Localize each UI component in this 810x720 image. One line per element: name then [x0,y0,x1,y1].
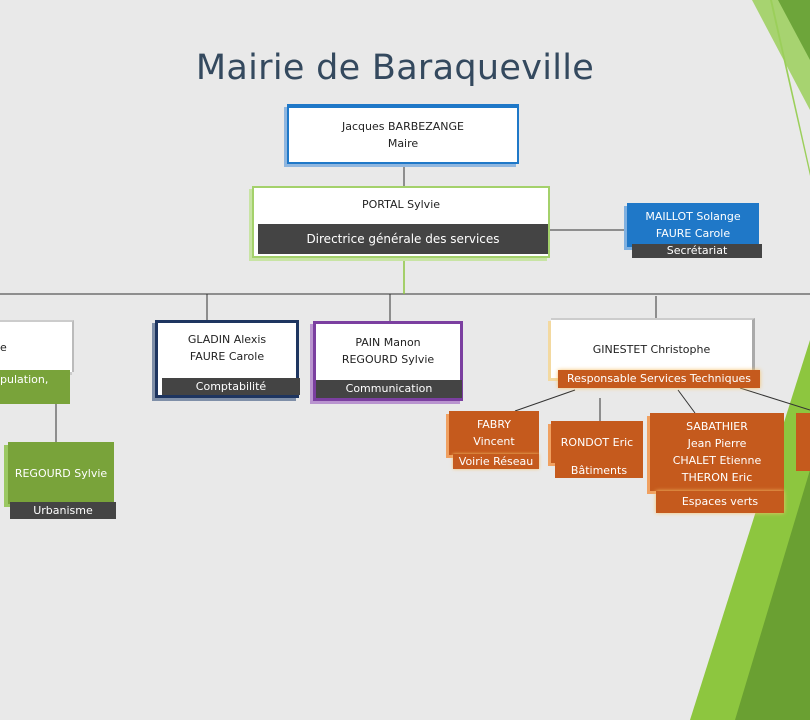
espaces-verts-name-3: CHALET Etienne [672,454,762,467]
connector-lines [0,166,810,442]
node-batiments: RONDOT Eric [551,421,643,463]
page-title: Mairie de Baraqueville [195,48,595,88]
espaces-verts-name-1: SABATHIER [686,420,748,433]
comptabilite-name-2: FAURE Carole [189,350,265,363]
urbanisme-role: Urbanisme [10,502,116,519]
comptabilite-name-1: GLADIN Alexis [187,333,267,346]
node-voirie: FABRY Vincent [449,411,539,455]
population-name: e [0,340,7,354]
comptabilite-role: Comptabilité [162,378,300,395]
urbanisme-name: REGOURD Sylvie [14,466,108,480]
node-population: e [0,320,74,372]
services-techniques-name: GINESTET Christophe [592,342,711,356]
dgs-role: Directrice générale des services [258,224,548,254]
voirie-role: Voirie Réseau [453,454,539,469]
node-maire: Jacques BARBEZANGE Maire [287,104,519,164]
node-cropped-right [796,413,810,471]
node-secretariat: MAILLOT Solange FAURE Carole [627,203,759,247]
node-services-techniques: GINESTET Christophe [551,318,755,378]
maire-role: Maire [387,137,419,150]
voirie-name-1: FABRY [476,418,512,431]
population-role: pulation, [0,370,70,404]
node-espaces-verts: SABATHIER Jean Pierre CHALET Etienne THE… [650,413,784,491]
batiments-role: Bâtiments [555,463,643,478]
secretariat-name-1: MAILLOT Solange [645,210,741,223]
communication-name-2: REGOURD Sylvie [341,353,435,366]
espaces-verts-name-4: THERON Eric [681,471,753,484]
espaces-verts-role: Espaces verts [656,491,784,513]
maire-name: Jacques BARBEZANGE [342,120,464,133]
secretariat-role: Secrétariat [632,244,762,258]
espaces-verts-name-2: Jean Pierre [687,437,747,450]
communication-role: Communication [316,380,462,398]
dgs-name: PORTAL Sylvie [361,198,441,211]
batiments-name: RONDOT Eric [560,435,634,449]
node-urbanisme: REGOURD Sylvie [8,442,114,504]
secretariat-name-2: FAURE Carole [655,227,731,240]
communication-name-1: PAIN Manon [355,336,421,349]
voirie-name-2: Vincent [473,435,515,448]
services-techniques-role: Responsable Services Techniques [558,370,760,388]
